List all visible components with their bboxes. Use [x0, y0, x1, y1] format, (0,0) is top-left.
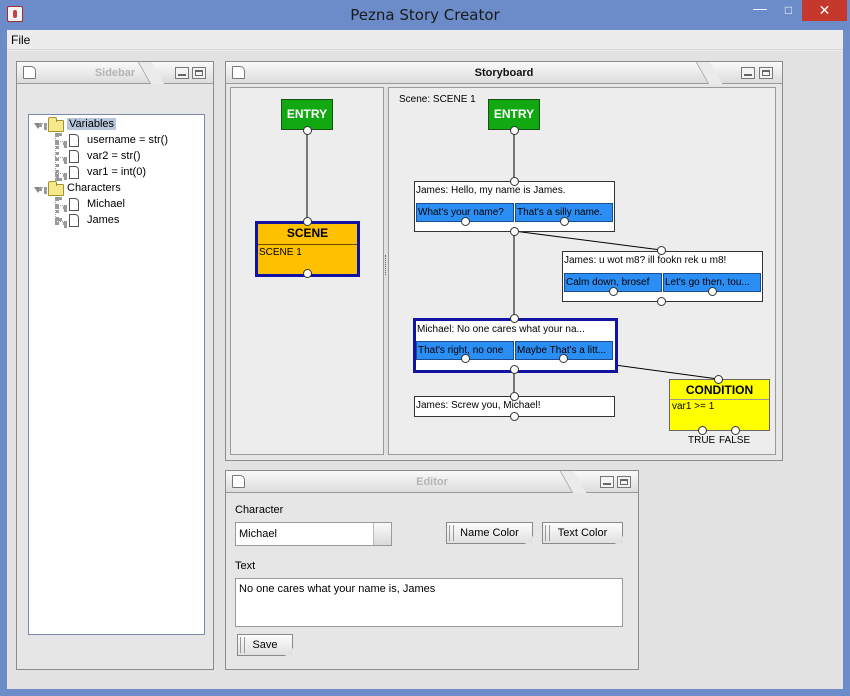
text-color-button[interactable]: Text Color: [542, 522, 623, 544]
text-label: Text: [235, 560, 256, 572]
output-port[interactable]: [303, 269, 312, 278]
tree-node-variable[interactable]: username = str(): [87, 134, 168, 146]
character-label: Character: [235, 504, 284, 516]
iconify-button[interactable]: [741, 67, 755, 79]
dialog-line: James: Hello, my name is James.: [416, 185, 566, 196]
input-port[interactable]: [657, 246, 666, 255]
collapse-variables-icon[interactable]: [34, 123, 42, 129]
dialog-line: James: u wot m8? ill fookn rek u m8!: [564, 255, 727, 266]
character-select[interactable]: Michael: [235, 522, 392, 546]
output-port[interactable]: [510, 126, 519, 135]
file-icon: [69, 214, 79, 227]
menu-file[interactable]: File: [11, 33, 31, 47]
folder-icon: [48, 117, 64, 132]
close-button[interactable]: ✕: [802, 0, 847, 21]
dialog-node[interactable]: James: u wot m8? ill fookn rek u m8! Cal…: [562, 251, 763, 302]
frame-icon: [232, 475, 245, 488]
storyboard-frame: Storyboard ENTRY SCENE SCENE 1: [225, 61, 783, 461]
name-color-button[interactable]: Name Color: [446, 522, 533, 544]
folder-icon: [48, 181, 64, 196]
false-port[interactable]: [731, 426, 740, 435]
entry-node[interactable]: ENTRY: [488, 99, 540, 130]
frame-icon: [23, 66, 36, 79]
frame-icon: [232, 66, 245, 79]
editor-frame: Editor Character Michael Name Color Text…: [225, 470, 639, 670]
tree-node-character[interactable]: Michael: [87, 198, 125, 210]
minimize-button[interactable]: —: [753, 0, 767, 16]
false-label: FALSE: [719, 435, 751, 446]
file-icon: [69, 150, 79, 163]
menubar: File: [7, 30, 843, 50]
maximize-frame-button[interactable]: [617, 476, 631, 488]
true-label: TRUE: [688, 435, 716, 446]
java-app-icon: [7, 6, 23, 22]
dialog-line: James: Screw you, Michael!: [416, 400, 541, 411]
scene-node-name: SCENE 1: [259, 247, 302, 258]
input-port[interactable]: [303, 217, 312, 226]
dialog-node[interactable]: James: Hello, my name is James. What's y…: [414, 181, 615, 232]
choice-port[interactable]: [559, 354, 568, 363]
output-port[interactable]: [303, 126, 312, 135]
tree-node-variable[interactable]: var1 = int(0): [87, 166, 146, 178]
dialog-text-area[interactable]: No one cares what your name is, James: [235, 578, 623, 627]
file-icon: [69, 198, 79, 211]
sidebar-frame: Sidebar Variables username = str() var2 …: [16, 61, 214, 670]
dropdown-arrow-icon[interactable]: [373, 523, 391, 545]
editor-title: Editor: [416, 476, 448, 488]
save-button[interactable]: Save: [237, 634, 293, 656]
input-port[interactable]: [510, 392, 519, 401]
output-port[interactable]: [510, 412, 519, 421]
choice-port[interactable]: [560, 217, 569, 226]
input-port[interactable]: [510, 177, 519, 186]
maximize-button[interactable]: □: [784, 3, 793, 17]
choice-port[interactable]: [708, 287, 717, 296]
scene-canvas[interactable]: ENTRY SCENE SCENE 1: [230, 87, 384, 455]
file-icon: [69, 134, 79, 147]
true-port[interactable]: [698, 426, 707, 435]
tree-node-characters[interactable]: Characters: [67, 182, 121, 194]
condition-expression: var1 >= 1: [672, 401, 715, 412]
condition-node[interactable]: CONDITION var1 >= 1: [669, 379, 770, 431]
iconify-button[interactable]: [175, 67, 189, 79]
project-tree[interactable]: Variables username = str() var2 = str() …: [28, 114, 205, 635]
sidebar-title: Sidebar: [94, 67, 136, 79]
iconify-button[interactable]: [600, 476, 614, 488]
output-port[interactable]: [510, 365, 519, 374]
storyboard-titlebar[interactable]: Storyboard: [226, 62, 782, 84]
output-port[interactable]: [657, 297, 666, 306]
output-port[interactable]: [510, 227, 519, 236]
scene-node[interactable]: SCENE SCENE 1: [255, 221, 360, 277]
dialog-canvas[interactable]: Scene: SCENE 1 ENTRY James: Hello, my na…: [388, 87, 776, 455]
maximize-frame-button[interactable]: [192, 67, 206, 79]
window-title: Pezna Story Creator: [350, 6, 500, 24]
input-port[interactable]: [714, 375, 723, 384]
scene-connections: [306, 130, 308, 221]
tree-node-variables[interactable]: Variables: [67, 118, 117, 130]
maximize-frame-button[interactable]: [759, 67, 773, 79]
entry-node[interactable]: ENTRY: [281, 99, 333, 130]
desktop-pane: Sidebar Variables username = str() var2 …: [7, 51, 843, 689]
choice-port[interactable]: [461, 354, 470, 363]
scene-node-title: SCENE: [258, 224, 357, 245]
storyboard-title: Storyboard: [474, 67, 534, 79]
window-titlebar: Pezna Story Creator — □ ✕: [0, 0, 850, 30]
sidebar-titlebar[interactable]: Sidebar: [17, 62, 213, 84]
input-port[interactable]: [510, 314, 519, 323]
scene-label: Scene: SCENE 1: [399, 94, 476, 105]
choice-port[interactable]: [461, 217, 470, 226]
split-divider[interactable]: [384, 87, 388, 455]
choice-port[interactable]: [609, 287, 618, 296]
dialog-line: Michael: No one cares what your na...: [417, 324, 585, 335]
tree-node-variable[interactable]: var2 = str(): [87, 150, 141, 162]
tree-node-character[interactable]: James: [87, 214, 120, 226]
file-icon: [69, 166, 79, 179]
condition-title: CONDITION: [670, 380, 769, 400]
editor-titlebar[interactable]: Editor: [226, 471, 638, 493]
character-select-value: Michael: [239, 528, 277, 540]
collapse-characters-icon[interactable]: [34, 187, 42, 193]
